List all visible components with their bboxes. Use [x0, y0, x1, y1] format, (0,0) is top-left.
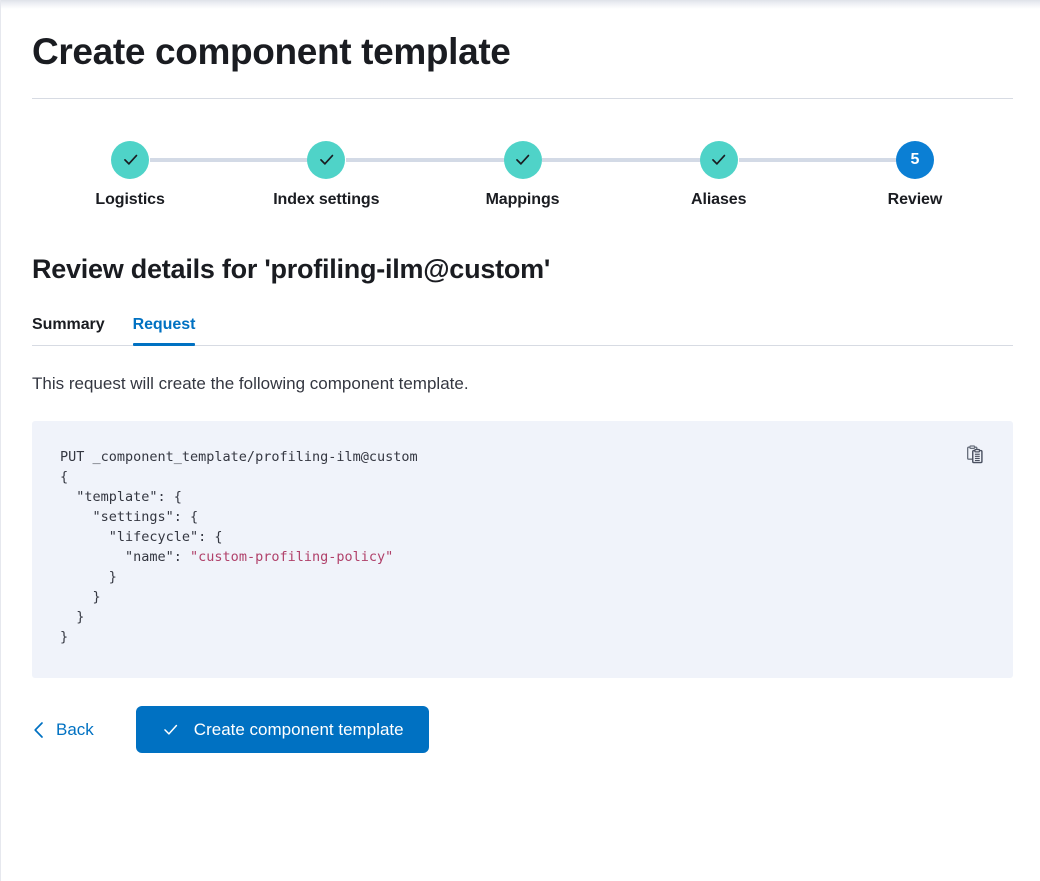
review-tabs: Summary Request [32, 316, 1013, 347]
request-description: This request will create the following c… [32, 374, 469, 394]
back-button-label: Back [56, 719, 94, 739]
step-label: Aliases [691, 190, 747, 208]
wizard-actions: Back Create component template [32, 706, 1008, 754]
step-connector-1 [150, 157, 325, 162]
check-icon [712, 154, 726, 165]
review-heading: Review details for 'profiling-ilm@custom… [32, 253, 550, 284]
request-code-block: PUT _component_template/profiling-ilm@cu… [32, 421, 1013, 679]
step-label: Logistics [95, 190, 165, 208]
check-icon [319, 154, 334, 165]
request-body-before: { "template": { "settings": { "lifecycle… [60, 469, 223, 566]
check-icon [516, 154, 530, 165]
app-chrome-left-border [0, 0, 1, 881]
page-content: Create component template Logistics [32, 31, 1013, 754]
step-indicator-complete[interactable] [503, 140, 542, 179]
step-number: 5 [910, 150, 920, 168]
wizard-step-index-settings[interactable]: Index settings [228, 140, 424, 209]
chevron-left-icon [34, 721, 43, 738]
wizard-step-aliases[interactable]: Aliases [621, 140, 817, 209]
request-line: PUT _component_template/profiling-ilm@cu… [60, 449, 418, 466]
check-icon [123, 154, 137, 165]
create-component-template-button[interactable]: Create component template [135, 706, 429, 754]
step-connector-3 [542, 157, 717, 162]
wizard-step-logistics[interactable]: Logistics [32, 140, 228, 209]
wizard-step-mappings[interactable]: Mappings [424, 140, 620, 209]
step-label: Index settings [273, 190, 380, 208]
step-label: Review [887, 190, 943, 208]
create-component-template-label: Create component template [193, 720, 404, 740]
request-lifecycle-value: "custom-profiling-policy" [190, 549, 394, 566]
wizard-step-review[interactable]: 5 Review [817, 140, 1013, 209]
request-body-after: } } } } [60, 569, 117, 646]
step-connector-4 [739, 157, 914, 162]
tab-summary[interactable]: Summary [32, 316, 105, 345]
page-title: Create component template [32, 31, 511, 72]
step-indicator-complete[interactable] [699, 140, 738, 179]
request-code-text: PUT _component_template/profiling-ilm@cu… [60, 447, 989, 647]
clipboard-copy-icon [967, 445, 983, 464]
copy-to-clipboard-button[interactable] [961, 441, 989, 469]
title-divider [32, 97, 1013, 99]
wizard-stepper: Logistics Index settings [32, 140, 1013, 231]
back-button[interactable]: Back [32, 720, 94, 740]
stepper-steps: Logistics Index settings [32, 140, 1013, 209]
check-icon [164, 724, 177, 735]
step-label: Mappings [485, 190, 560, 208]
tab-request[interactable]: Request [132, 316, 195, 347]
step-connector-2 [346, 157, 521, 162]
step-indicator-current[interactable]: 5 [895, 140, 934, 179]
step-indicator-complete[interactable] [111, 140, 150, 179]
step-indicator-complete[interactable] [307, 140, 346, 179]
